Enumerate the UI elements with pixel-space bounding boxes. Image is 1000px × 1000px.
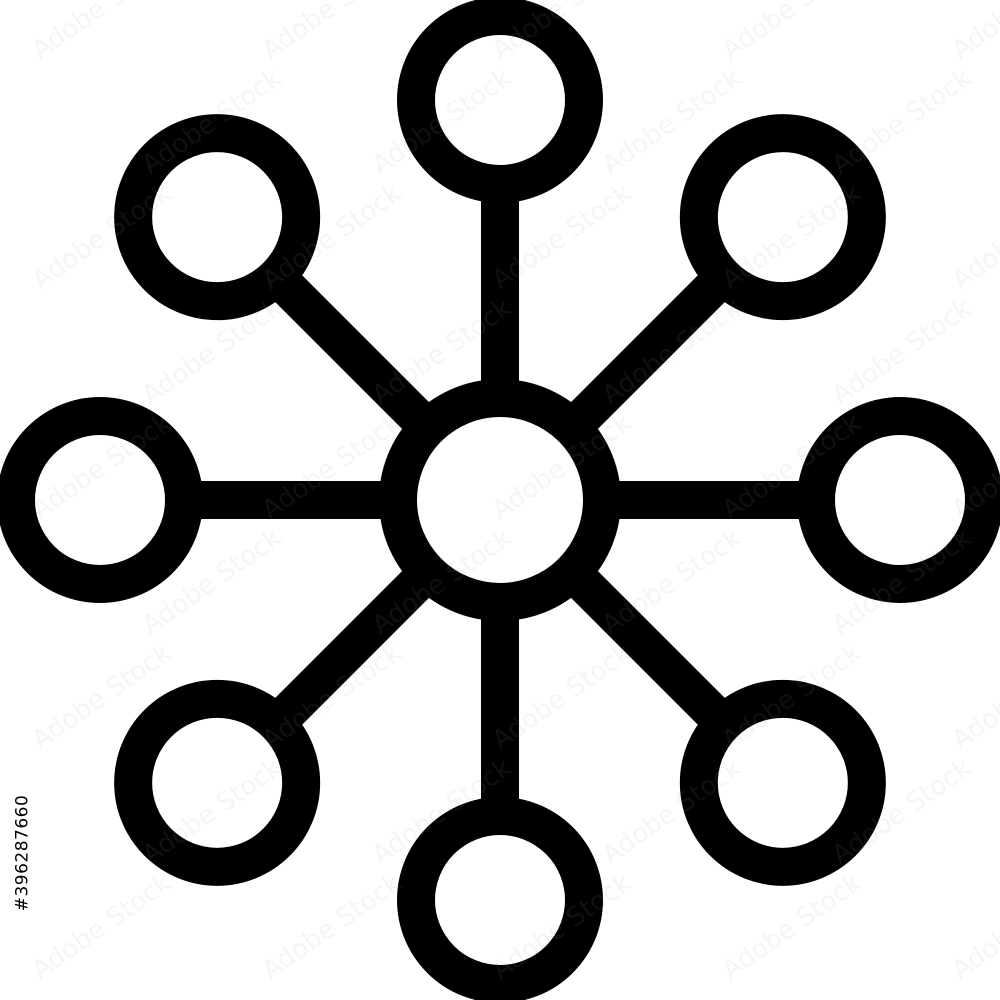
stock-id-label: #396287660: [12, 794, 32, 912]
spoke-top-right: [558, 263, 737, 442]
node-top: [397, 0, 603, 203]
node-top-right: [679, 114, 886, 321]
node-left: [0, 397, 203, 603]
stock-id-caption: #396287660: [8, 758, 36, 948]
node-bottom-left: [114, 679, 321, 886]
node-bottom: [397, 797, 603, 1000]
connector-lines: [184, 184, 816, 816]
node-top-left: [114, 114, 321, 321]
spoke-bottom-right: [558, 558, 737, 737]
node-right: [797, 397, 1000, 603]
central-hub-node: [379, 379, 621, 621]
node-bottom-right: [679, 679, 886, 886]
spoke-top-left: [263, 263, 442, 442]
spoke-bottom-left: [263, 558, 442, 737]
